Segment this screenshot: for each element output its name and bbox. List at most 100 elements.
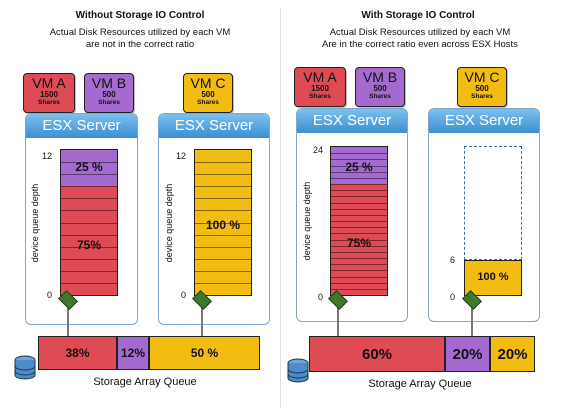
- left-array-seg-c: 50 %: [149, 336, 260, 370]
- right-array-seg-b: 20%: [445, 336, 490, 372]
- tick-top: 12: [175, 151, 186, 161]
- queue-slot-line: [195, 198, 251, 199]
- vm-shares-label: Shares: [471, 93, 493, 100]
- queue-slot-line: [331, 209, 387, 210]
- right-subtitle-line2: Are in the correct ratio even across ESX…: [322, 39, 518, 50]
- hba-connector: [337, 296, 339, 336]
- left-subtitle-line1: Actual Disk Resources utilized by each V…: [49, 27, 231, 38]
- right-subtitle-line1: Actual Disk Resources utilized by each V…: [329, 27, 511, 38]
- queue-slot-line: [61, 259, 117, 260]
- vm-name: VM A: [303, 69, 337, 85]
- queue-slot-line: [331, 283, 387, 284]
- vm-shares: 1500: [40, 90, 58, 99]
- queue-slot-line: [61, 283, 117, 284]
- right-array-seg-c: 20%: [490, 336, 535, 372]
- queue-slot-line: [331, 233, 387, 234]
- left-server1-queue: [60, 149, 118, 296]
- queue-slot-line: [331, 221, 387, 222]
- left-array-seg-b: 12%: [117, 336, 149, 370]
- right-array-label: Storage Array Queue: [368, 378, 472, 390]
- left-vm-c: VM C 500 Shares: [183, 73, 233, 113]
- queue-slot-line: [195, 210, 251, 211]
- vm-shares: 500: [475, 84, 489, 93]
- vm-shares-label: Shares: [309, 93, 331, 100]
- queue-segment: [195, 150, 251, 295]
- queue-slot-line: [195, 174, 251, 175]
- server-title: ESX Server: [26, 114, 137, 138]
- queue-slot-line: [331, 277, 387, 278]
- queue-slot-line: [195, 223, 251, 224]
- server-title: ESX Server: [297, 109, 407, 133]
- right-subtitle: Actual Disk Resources utilized by each V…: [290, 27, 550, 51]
- vm-name: VM C: [190, 75, 226, 91]
- queue-slot-line: [61, 198, 117, 199]
- queue-slot-line: [331, 215, 387, 216]
- vm-name: VM A: [32, 75, 66, 91]
- queue-slot-line: [61, 271, 117, 272]
- vm-name: VM B: [91, 75, 127, 91]
- left-server1-top-pct: 25 %: [75, 160, 103, 174]
- tick-bottom: 0: [449, 292, 455, 302]
- tick-top: 24: [312, 145, 323, 155]
- tick-bottom: 0: [46, 290, 52, 300]
- queue-segment: [331, 184, 387, 295]
- server-title: ESX Server: [159, 114, 269, 138]
- hba-connector: [201, 296, 203, 336]
- queue-slot-line: [195, 162, 251, 163]
- queue-slot-line: [331, 264, 387, 265]
- right-server2-pct: 100 %: [477, 271, 509, 283]
- left-server2-pct: 100 %: [205, 218, 241, 232]
- database-icon: [287, 358, 309, 384]
- queue-segment: [61, 150, 117, 186]
- queue-slot-line: [331, 252, 387, 253]
- left-array-seg-a: 38%: [38, 336, 117, 370]
- queue-slot-line: [331, 246, 387, 247]
- vm-shares-label: Shares: [369, 93, 391, 100]
- right-server2-unused-queue: [464, 146, 522, 260]
- queue-segment: [331, 147, 387, 184]
- queue-slot-line: [331, 240, 387, 241]
- tick-mid: 6: [449, 255, 455, 265]
- queue-slot-line: [61, 186, 117, 187]
- queue-slot-line: [331, 203, 387, 204]
- right-server1-queue: [330, 146, 388, 296]
- queue-slot-line: [61, 223, 117, 224]
- queue-slot-line: [61, 210, 117, 211]
- queue-slot-line: [331, 190, 387, 191]
- left-subtitle: Actual Disk Resources utilized by each V…: [20, 27, 260, 51]
- right-server2-queue: [464, 260, 522, 296]
- divider: [280, 8, 281, 408]
- vm-name: VM B: [362, 69, 398, 85]
- tick-bottom: 0: [317, 292, 323, 302]
- right-array-seg-a: 60%: [309, 336, 445, 372]
- vm-shares: 500: [373, 84, 387, 93]
- vm-shares: 500: [102, 90, 116, 99]
- right-vm-a: VM A 1500 Shares: [294, 67, 346, 107]
- left-array-label: Storage Array Queue: [93, 376, 197, 388]
- queue-slot-line: [195, 235, 251, 236]
- left-server2-queue: [194, 149, 252, 296]
- queue-slot-line: [331, 172, 387, 173]
- queue-slot-line: [195, 259, 251, 260]
- queue-depth-axis-label: device queue depth: [302, 181, 312, 261]
- server-title: ESX Server: [429, 109, 539, 133]
- queue-slot-line: [195, 186, 251, 187]
- tick-bottom: 0: [180, 290, 186, 300]
- queue-slot-line: [331, 159, 387, 160]
- vm-shares: 500: [201, 90, 215, 99]
- vm-shares-label: Shares: [38, 99, 60, 106]
- queue-slot-line: [331, 153, 387, 154]
- queue-slot-line: [331, 270, 387, 271]
- left-vm-a: VM A 1500 Shares: [23, 73, 75, 113]
- vm-shares: 1500: [311, 84, 329, 93]
- left-title: Without Storage IO Control: [75, 10, 205, 21]
- hba-connector: [471, 296, 473, 336]
- queue-slot-line: [331, 178, 387, 179]
- vm-shares-label: Shares: [98, 99, 120, 106]
- database-icon: [14, 355, 36, 381]
- queue-slot-line: [331, 166, 387, 167]
- queue-slot-line: [195, 283, 251, 284]
- vm-shares-label: Shares: [197, 99, 219, 106]
- queue-segment: [61, 186, 117, 295]
- right-server1-top-pct: 25 %: [345, 160, 373, 174]
